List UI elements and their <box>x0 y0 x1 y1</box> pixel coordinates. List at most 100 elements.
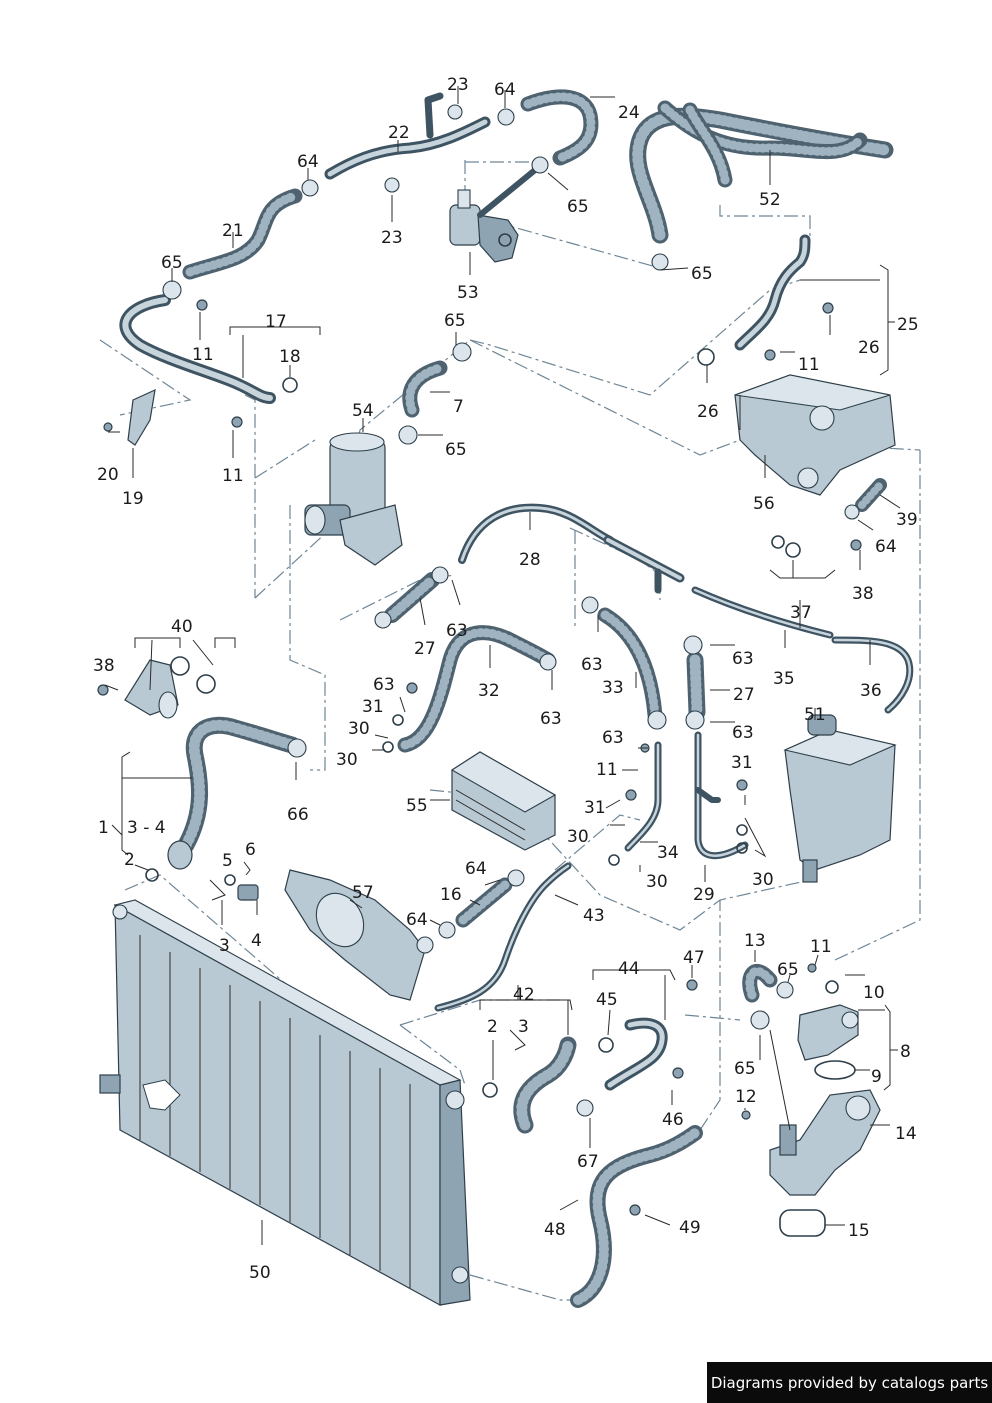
radiator-50 <box>99 899 471 1307</box>
label-31-c: 31 <box>731 753 753 773</box>
label-63-c: 63 <box>540 709 562 729</box>
label-35: 35 <box>773 669 795 689</box>
label-36: 36 <box>860 681 882 701</box>
label-38-a: 38 <box>852 584 874 604</box>
label-66: 66 <box>287 805 309 825</box>
label-15: 15 <box>848 1221 870 1241</box>
label-64-b: 64 <box>297 152 319 172</box>
small-parts <box>97 104 862 1237</box>
part-number-labels: 1 2 3 - 4 3 4 5 6 7 8 9 10 11 11 11 11 1… <box>93 75 919 1283</box>
label-23-b: 23 <box>381 228 403 248</box>
label-23-a: 23 <box>447 75 469 95</box>
label-67: 67 <box>577 1152 599 1172</box>
label-65-b: 65 <box>567 197 589 217</box>
label-57: 57 <box>352 883 374 903</box>
label-33: 33 <box>602 678 624 698</box>
oil-filter-housing-54 <box>304 432 403 566</box>
flange-10 <box>797 1004 859 1061</box>
connector-3-4 <box>167 840 193 870</box>
oil-cooler-55 <box>450 751 557 851</box>
label-49: 49 <box>679 1218 701 1238</box>
label-5: 5 <box>222 851 233 871</box>
label-12: 12 <box>735 1087 757 1107</box>
label-63-e: 63 <box>602 728 624 748</box>
component-group <box>124 167 897 1196</box>
housing-57 <box>284 869 434 1001</box>
label-30-d: 30 <box>646 872 668 892</box>
label-43: 43 <box>583 906 605 926</box>
label-20: 20 <box>97 465 119 485</box>
label-11-c: 11 <box>798 355 820 375</box>
label-13: 13 <box>744 931 766 951</box>
auxiliary-pump-53 <box>449 167 538 263</box>
label-30-b: 30 <box>336 750 358 770</box>
label-38-b: 38 <box>93 656 115 676</box>
label-14: 14 <box>895 1124 917 1144</box>
label-30-c: 30 <box>567 827 589 847</box>
bracket-19 <box>127 388 156 446</box>
label-2-b: 2 <box>487 1017 498 1037</box>
label-52: 52 <box>759 190 781 210</box>
label-51: 51 <box>804 705 826 725</box>
label-37: 37 <box>790 603 812 623</box>
label-40: 40 <box>171 617 193 637</box>
label-63-f: 63 <box>732 649 754 669</box>
label-3: 3 <box>219 936 230 956</box>
label-9: 9 <box>871 1067 882 1087</box>
flange-40 <box>124 659 179 719</box>
label-28: 28 <box>519 550 541 570</box>
label-65-a: 65 <box>161 253 183 273</box>
label-3-4: 3 - 4 <box>127 818 166 838</box>
label-65-f: 65 <box>777 960 799 980</box>
label-64-d: 64 <box>465 859 487 879</box>
label-2: 2 <box>124 850 135 870</box>
label-31-a: 31 <box>362 697 384 717</box>
label-8: 8 <box>900 1042 911 1062</box>
credit-banner: Diagrams provided by catalogs parts <box>707 1362 992 1403</box>
label-16: 16 <box>440 885 462 905</box>
label-30-a: 30 <box>348 719 370 739</box>
label-55: 55 <box>406 796 428 816</box>
label-50: 50 <box>249 1263 271 1283</box>
expansion-tank-51 <box>783 714 897 883</box>
pipe-group <box>119 92 914 1091</box>
thermostat-14 <box>769 1089 881 1196</box>
label-27-b: 27 <box>733 685 755 705</box>
label-54: 54 <box>352 401 374 421</box>
label-63-b: 63 <box>373 675 395 695</box>
sensor-4 <box>237 884 259 901</box>
label-11-d: 11 <box>596 760 618 780</box>
label-65-d: 65 <box>444 311 466 331</box>
label-42: 42 <box>513 985 535 1005</box>
label-56: 56 <box>753 494 775 514</box>
hose-52 <box>629 107 894 244</box>
radiator-fins <box>139 935 411 1288</box>
egr-cooler-56 <box>734 374 896 496</box>
label-64-c: 64 <box>875 537 897 557</box>
leader-lines <box>104 86 901 1245</box>
label-17: 17 <box>265 312 287 332</box>
label-25: 25 <box>897 315 919 335</box>
label-64-a: 64 <box>494 80 516 100</box>
label-45: 45 <box>596 990 618 1010</box>
label-3-b: 3 <box>518 1017 529 1037</box>
label-29: 29 <box>693 885 715 905</box>
label-48: 48 <box>544 1220 566 1240</box>
label-63-a: 63 <box>446 621 468 641</box>
label-27-a: 27 <box>414 639 436 659</box>
label-18: 18 <box>279 347 301 367</box>
label-53: 53 <box>457 283 479 303</box>
label-7: 7 <box>453 397 464 417</box>
label-47: 47 <box>683 948 705 968</box>
label-34: 34 <box>657 843 679 863</box>
label-6: 6 <box>245 840 256 860</box>
label-19: 19 <box>122 489 144 509</box>
label-65-g: 65 <box>734 1059 756 1079</box>
label-21: 21 <box>222 221 244 241</box>
label-26-a: 26 <box>858 338 880 358</box>
pipe-25 <box>734 234 811 351</box>
label-64-e: 64 <box>406 910 428 930</box>
label-30-e: 30 <box>752 870 774 890</box>
label-65-c: 65 <box>691 264 713 284</box>
